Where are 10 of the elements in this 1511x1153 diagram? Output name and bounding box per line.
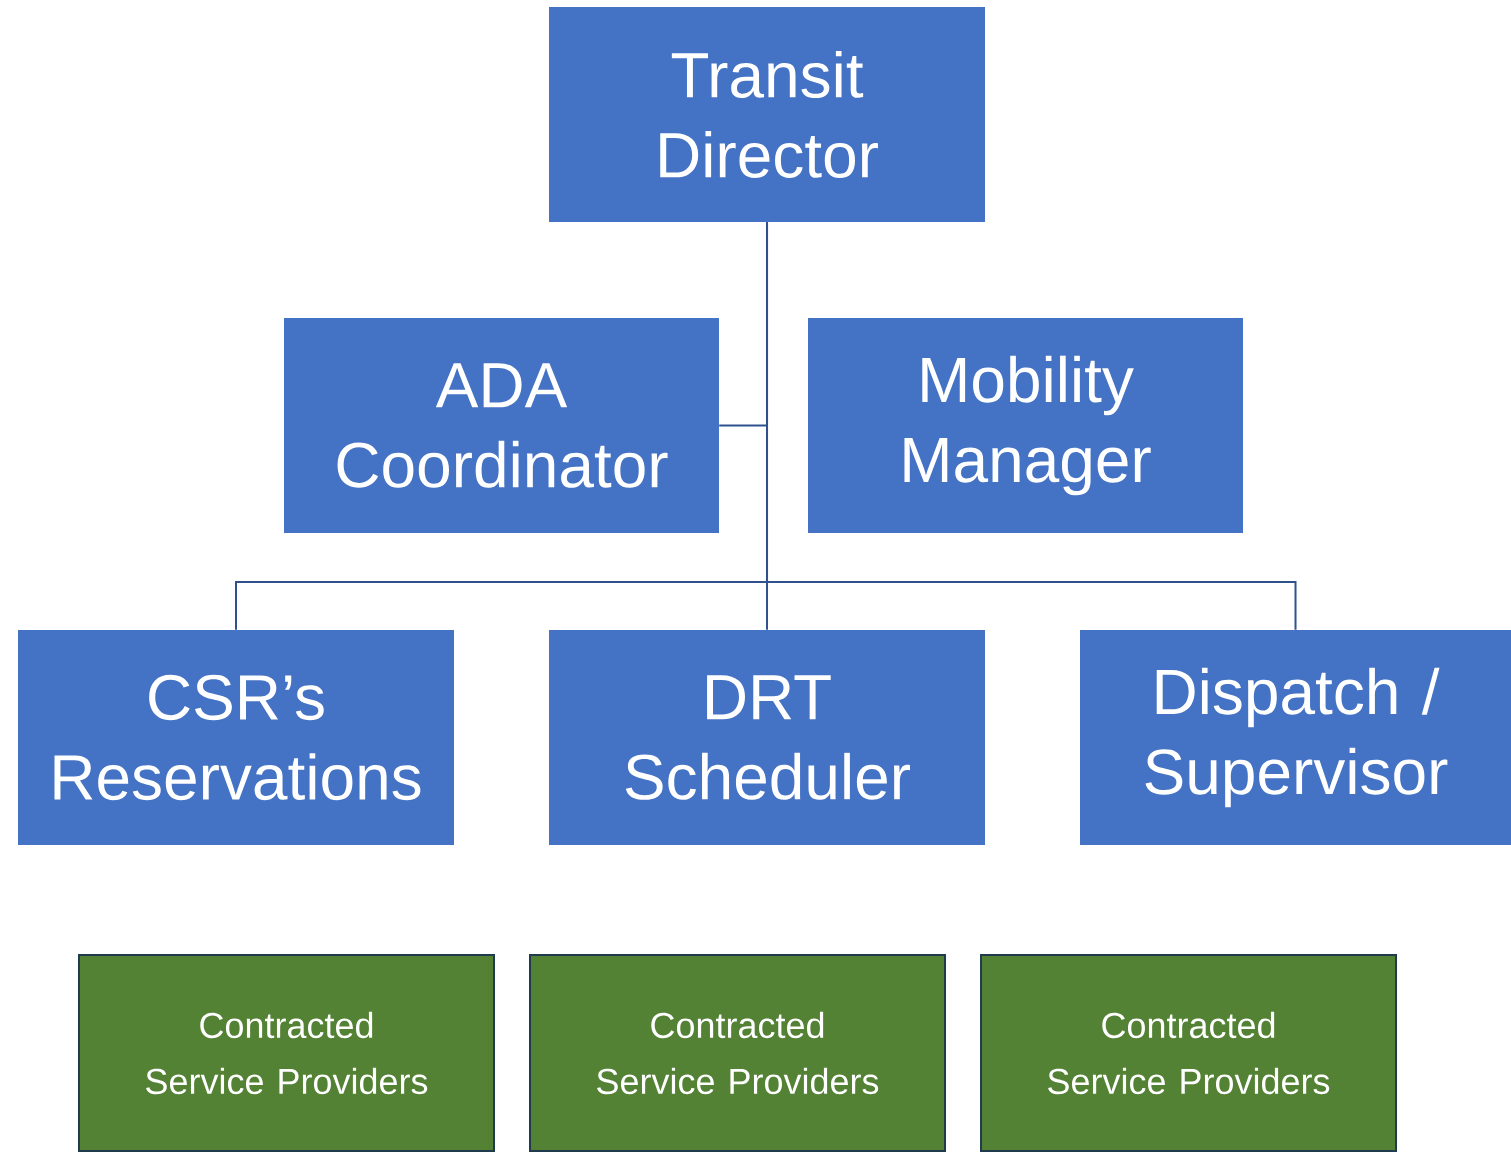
role-box: Transit Director — [549, 7, 985, 222]
role-box: Dispatch / Supervisor — [1080, 630, 1511, 845]
role-box: CSR’s Reservations — [18, 630, 454, 845]
role-box: Mobility Manager — [808, 318, 1243, 533]
connector-line — [766, 221, 1297, 631]
provider-box: Contracted Service Providers — [529, 954, 946, 1152]
role-box: DRT Scheduler — [549, 630, 985, 845]
provider-box: Contracted Service Providers — [980, 954, 1397, 1152]
role-box: ADA Coordinator — [284, 318, 719, 533]
provider-box: Contracted Service Providers — [78, 954, 495, 1152]
